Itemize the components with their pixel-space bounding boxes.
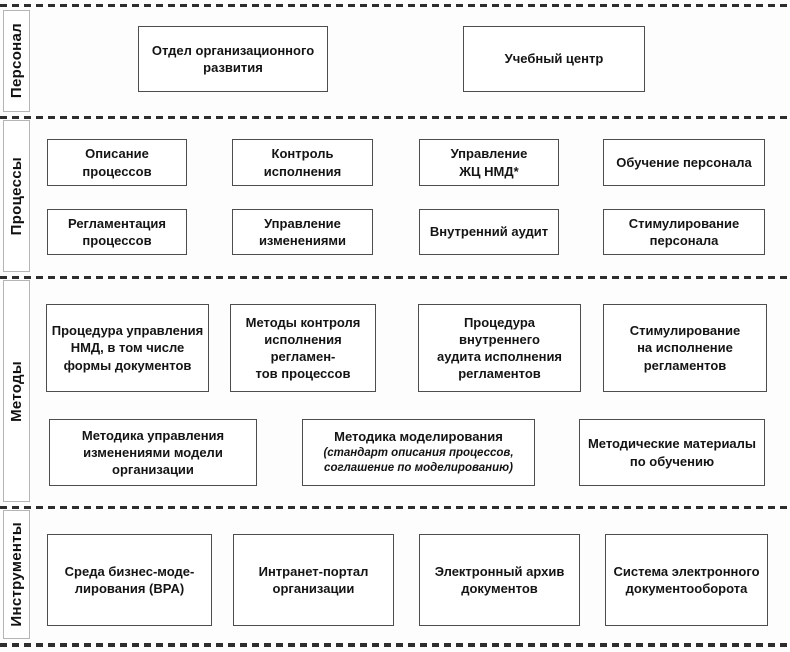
dashed-separator-processes-methods <box>0 276 790 279</box>
box-training-center: Учебный центр <box>463 26 645 92</box>
box-internal-audit: Внутренний аудит <box>419 209 559 255</box>
box-org-development-dept: Отдел организационного развития <box>138 26 328 92</box>
box-regulation-incentives: Стимулирование на исполнение регламентов <box>603 304 767 392</box>
box-process-regulation: Регламентация процессов <box>47 209 187 255</box>
box-training-materials: Методические материалы по обучению <box>579 419 765 486</box>
band-strip-processes: Процессы <box>3 120 30 272</box>
box-staff-training: Обучение персонала <box>603 139 765 186</box>
box-change-management: Управление изменениями <box>232 209 373 255</box>
band-label-tools: Инструменты <box>8 522 25 627</box>
band-strip-methods: Методы <box>3 280 30 502</box>
dashed-separator-bottom <box>0 643 790 647</box>
box-internal-audit-procedure: Процедура внутреннего аудита исполнения … <box>418 304 581 392</box>
band-strip-tools: Инструменты <box>3 510 30 639</box>
box-execution-control: Контроль исполнения <box>232 139 373 186</box>
box-nmd-lifecycle-management: Управление ЖЦ НМД* <box>419 139 559 186</box>
band-label-processes: Процессы <box>8 156 25 236</box>
box-model-change-methodology: Методика управления изменениями модели о… <box>49 419 257 486</box>
dashed-separator-personnel-processes <box>0 116 790 119</box>
box-modeling-methodology: Методика моделирования (стандарт описани… <box>302 419 535 486</box>
box-bpa-environment: Среда бизнес-моде- лирования (BPA) <box>47 534 212 626</box>
box-intranet-portal: Интранет-портал организации <box>233 534 394 626</box>
box-nmd-management-procedure: Процедура управления НМД, в том числе фо… <box>46 304 209 392</box>
box-process-description: Описание процессов <box>47 139 187 186</box>
box-modeling-methodology-subtitle: (стандарт описания процессов, соглашение… <box>323 446 514 475</box>
box-edms: Система электронного документооборота <box>605 534 768 626</box>
band-label-personnel: Персонал <box>8 23 25 99</box>
box-edocs-archive: Электронный архив документов <box>419 534 580 626</box>
band-strip-personnel: Персонал <box>3 10 30 112</box>
dashed-separator-methods-tools <box>0 506 790 509</box>
box-regulation-control-methods: Методы контроля исполнения регламен- тов… <box>230 304 376 392</box>
band-label-methods: Методы <box>8 360 25 422</box>
box-modeling-methodology-title: Методика моделирования <box>334 429 503 445</box>
dashed-separator-top <box>0 4 790 7</box>
box-staff-incentives: Стимулирование персонала <box>603 209 765 255</box>
